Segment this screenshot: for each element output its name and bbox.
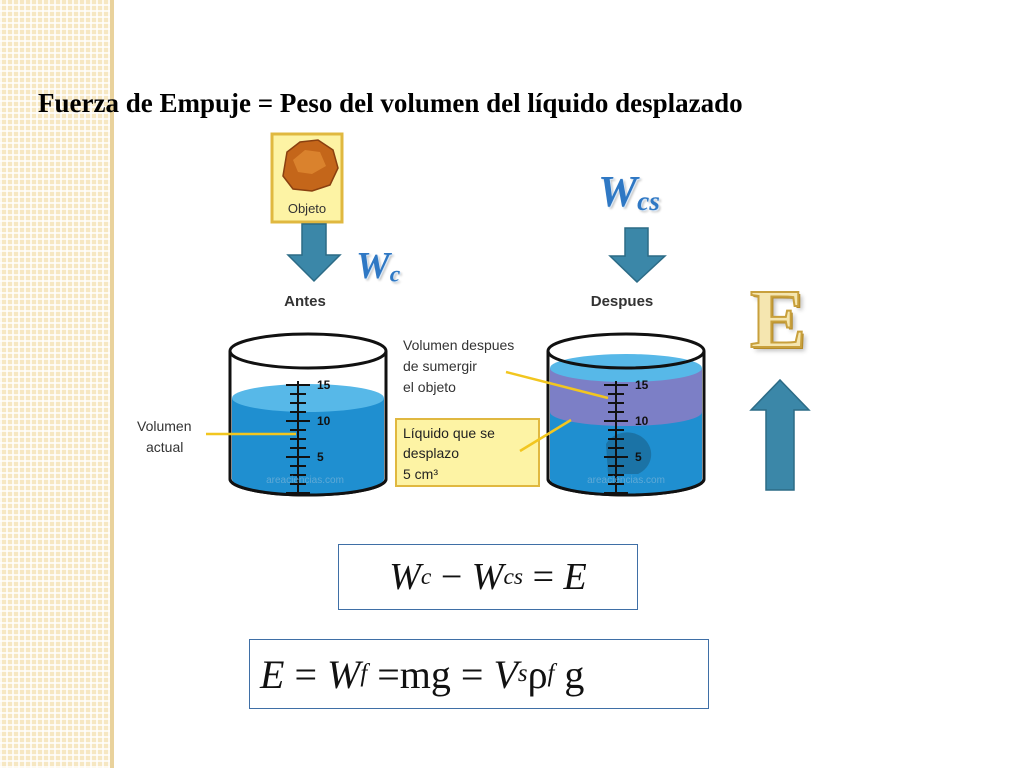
decorative-side-strip [0,0,114,768]
pointer-liquido [519,418,572,453]
label-volumen-actual-line2: actual [146,439,183,455]
displaced-liquid-label-box [395,418,540,487]
label-volumen-actual-line1: Volumen [137,418,191,434]
buoyancy-arrow-up [749,378,811,491]
beaker-before-tick-5: 5 [317,450,324,464]
beaker-before [228,332,388,497]
beaker-before-tick-10: 10 [317,414,331,428]
label-vol-despues-line1: Volumen despues [403,337,514,353]
beaker-before-scale [286,381,310,495]
submerged-rock [606,432,652,474]
beaker-after-tick-15: 15 [635,378,649,392]
beaker-after-scale [604,381,628,495]
buoyancy-e-label: E [749,273,807,366]
label-liquido-line3: 5 cm³ [403,466,438,482]
beaker-after [546,332,706,497]
beaker-after-watermark: areaciencias.com [587,475,665,486]
weight-wc-label: Wc [356,245,401,288]
label-vol-despues-line3: el objeto [403,379,456,395]
pointer-vol-despues [505,370,609,400]
label-vol-despues-line2: de sumergir [403,358,477,374]
weight-arrow-down-after [608,227,667,284]
label-liquido-line2: desplazo [403,445,459,461]
label-liquido-line1: Líquido que se [403,425,495,441]
after-label: Despues [591,293,654,310]
weight-arrow-down-before [286,223,342,283]
side-strip-edge [110,0,114,768]
rock-icon [282,139,339,192]
object-box-label: Objeto [288,201,326,216]
slide-title: Fuerza de Empuje = Peso del volumen del … [38,88,743,118]
before-label: Antes [284,293,326,310]
beaker-before-tick-15: 15 [317,378,331,392]
beaker-after-tick-10: 10 [635,414,649,428]
beaker-after-tick-5: 5 [635,450,642,464]
weight-wcs-label: Wcs [598,167,660,217]
beaker-before-watermark: areaciencias.com [266,475,344,486]
